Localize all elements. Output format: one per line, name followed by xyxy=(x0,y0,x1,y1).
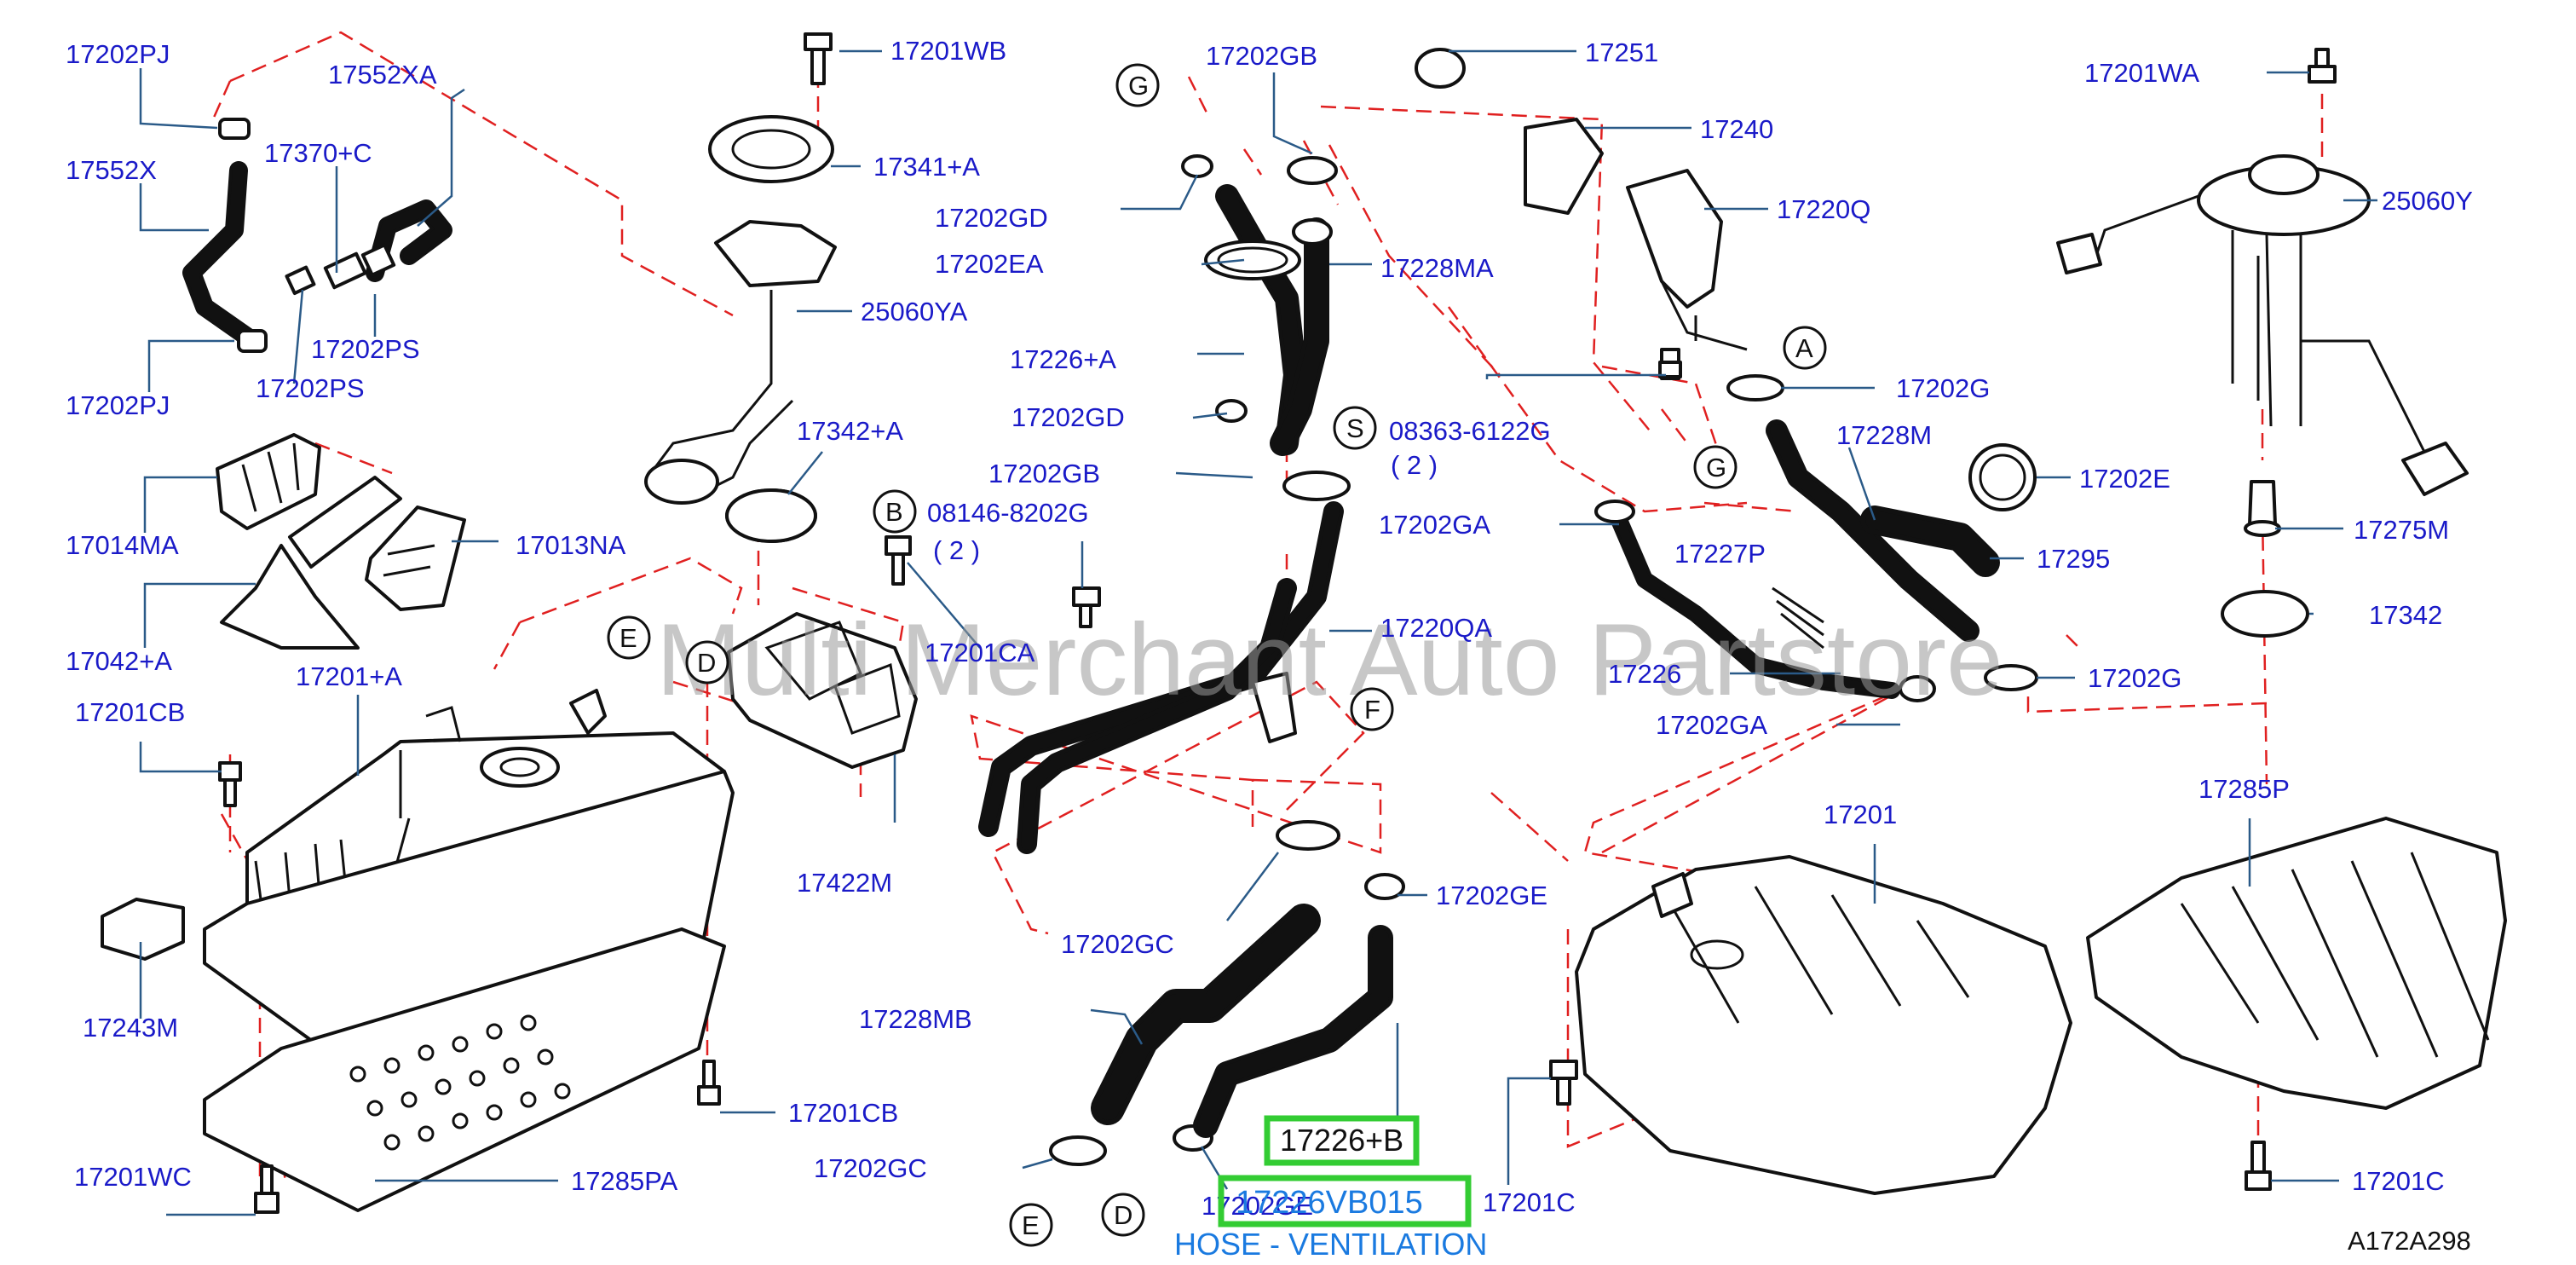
leader-lines xyxy=(139,49,2377,1216)
label-17201WB[interactable]: 17201WB xyxy=(890,36,1006,66)
label-17341A[interactable]: 17341+A xyxy=(873,152,980,182)
ref-s: S xyxy=(1346,413,1364,443)
label-17201[interactable]: 17201 xyxy=(1824,800,1897,829)
label-17202GC-a[interactable]: 17202GC xyxy=(1061,929,1174,959)
highlight-description: HOSE - VENTILATION xyxy=(1174,1227,1487,1262)
watermark-text: Multi Merchant Auto Partstore xyxy=(656,603,2003,717)
ref-d-upper: D xyxy=(697,648,716,678)
label-17220Q[interactable]: 17220Q xyxy=(1777,194,1870,224)
ref-g-mid: G xyxy=(1706,453,1726,482)
label-17342[interactable]: 17342 xyxy=(2369,600,2442,630)
skid-plate-holes xyxy=(349,1014,571,1151)
label-17228M[interactable]: 17228M xyxy=(1836,420,1932,450)
label-17202GE-a[interactable]: 17202GE xyxy=(1436,881,1547,910)
label-17202GD-a[interactable]: 17202GD xyxy=(935,203,1048,233)
label-17202EA[interactable]: 17202EA xyxy=(935,249,1044,279)
ref-g-top: G xyxy=(1128,71,1149,101)
label-17226[interactable]: 17226 xyxy=(1608,659,1681,689)
highlight-box-part-number[interactable] xyxy=(1218,1175,1472,1227)
highlighted-part: 17226+B 17226VB015 HOSE - VENTILATION xyxy=(1174,1115,1487,1262)
label-17227P[interactable]: 17227P xyxy=(1674,539,1766,569)
label-17202G-b[interactable]: 17202G xyxy=(2088,663,2181,693)
label-17202PS-b[interactable]: 17202PS xyxy=(256,373,365,403)
label-17201C-a[interactable]: 17201C xyxy=(1483,1187,1576,1217)
label-17202GA-a[interactable]: 17202GA xyxy=(1379,510,1490,540)
label-17201CB-a[interactable]: 17201CB xyxy=(75,697,185,727)
ref-e-lower: E xyxy=(1022,1210,1040,1240)
label-17202G-a[interactable]: 17202G xyxy=(1896,373,1990,403)
label-17201WA[interactable]: 17201WA xyxy=(2084,58,2199,88)
label-17013NA[interactable]: 17013NA xyxy=(516,530,626,560)
ref-b: B xyxy=(885,497,903,527)
label-08146-8202G[interactable]: 08146-8202G xyxy=(927,498,1089,528)
label-17202PS-a[interactable]: 17202PS xyxy=(311,334,420,364)
label-17228MB[interactable]: 17228MB xyxy=(859,1004,972,1034)
label-17295[interactable]: 17295 xyxy=(2037,544,2110,574)
label-17201C-b[interactable]: 17201C xyxy=(2352,1166,2445,1196)
label-17201CA[interactable]: 17201CA xyxy=(925,638,1035,667)
qty-note-b: ( 2 ) xyxy=(933,535,980,565)
label-17285P[interactable]: 17285P xyxy=(2199,774,2290,804)
label-17243M[interactable]: 17243M xyxy=(83,1013,178,1043)
label-17202GA-b[interactable]: 17202GA xyxy=(1656,710,1767,740)
label-17285PA[interactable]: 17285PA xyxy=(571,1166,678,1196)
highlight-part-number[interactable]: 17226VB015 xyxy=(1236,1185,1423,1221)
label-17201A[interactable]: 17201+A xyxy=(296,661,402,691)
label-17202PJ-b[interactable]: 17202PJ xyxy=(66,390,170,420)
label-25060Y[interactable]: 25060Y xyxy=(2382,186,2473,216)
label-08363-6122G[interactable]: 08363-6122G xyxy=(1389,416,1551,446)
label-17042A[interactable]: 17042+A xyxy=(66,646,172,676)
reference-letters: G A G S B E D F D E xyxy=(607,63,1827,1247)
label-17552XA[interactable]: 17552XA xyxy=(328,60,437,90)
ref-a: A xyxy=(1795,333,1813,363)
ref-e-upper: E xyxy=(620,623,637,653)
label-17202GC-b[interactable]: 17202GC xyxy=(814,1153,927,1183)
figure-code: A172A298 xyxy=(2348,1226,2471,1256)
qty-note-s: ( 2 ) xyxy=(1391,450,1438,480)
highlight-label[interactable]: 17226+B xyxy=(1280,1123,1403,1158)
label-17226A[interactable]: 17226+A xyxy=(1010,344,1116,374)
label-17370C[interactable]: 17370+C xyxy=(264,138,372,168)
label-17202E[interactable]: 17202E xyxy=(2079,464,2170,494)
ref-d-lower: D xyxy=(1114,1200,1132,1230)
label-17014MA[interactable]: 17014MA xyxy=(66,530,179,560)
label-17275M[interactable]: 17275M xyxy=(2354,515,2449,545)
label-17552X[interactable]: 17552X xyxy=(66,155,157,185)
label-17251[interactable]: 17251 xyxy=(1585,38,1658,67)
ref-f: F xyxy=(1364,695,1380,725)
label-17202GB-top[interactable]: 17202GB xyxy=(1206,41,1317,71)
highlight-box-label[interactable] xyxy=(1264,1115,1420,1166)
label-17201WC[interactable]: 17201WC xyxy=(74,1162,192,1192)
label-17201CB-b[interactable]: 17201CB xyxy=(788,1098,898,1128)
label-17240[interactable]: 17240 xyxy=(1700,114,1773,144)
part-labels: 17202PJ 17552XA 17552X 17370+C 17202PS 1… xyxy=(66,36,2473,1221)
label-17220QA[interactable]: 17220QA xyxy=(1380,613,1492,643)
label-17202GD-b[interactable]: 17202GD xyxy=(1011,402,1125,432)
label-17202GB-b[interactable]: 17202GB xyxy=(988,459,1100,488)
label-17228MA[interactable]: 17228MA xyxy=(1380,253,1494,283)
label-17422M[interactable]: 17422M xyxy=(797,868,892,898)
part-shapes xyxy=(101,32,2507,1214)
label-17202PJ-top[interactable]: 17202PJ xyxy=(66,39,170,69)
label-17342A[interactable]: 17342+A xyxy=(797,416,903,446)
label-25060YA[interactable]: 25060YA xyxy=(861,297,968,326)
